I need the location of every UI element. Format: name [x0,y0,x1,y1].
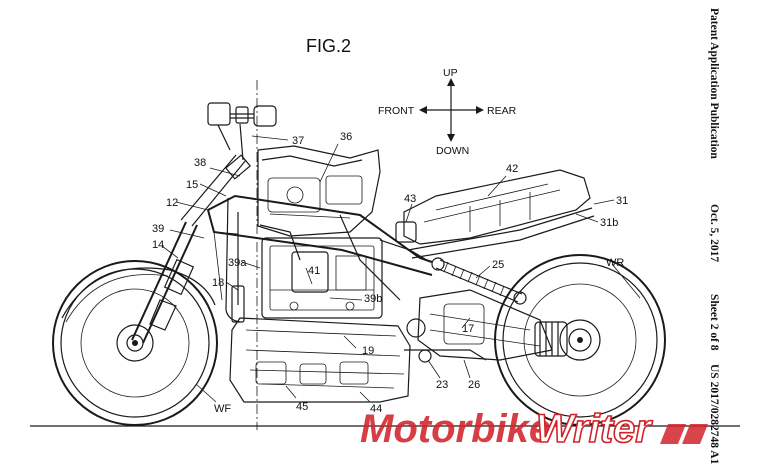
watermark-part1: Motorbike [360,407,551,451]
label-39a: 39a [228,257,247,269]
label-43: 43 [404,193,416,205]
label-38: 38 [194,157,206,169]
label-36: 36 [340,131,352,143]
label-26: 26 [468,379,480,391]
front-side-cover [213,231,245,323]
patent-title: Patent Application Publication [708,8,720,159]
label-19: 19 [362,345,374,357]
rear-subframe [407,207,595,259]
label-37: 37 [292,135,304,147]
label-25: 25 [492,259,504,271]
label-31: 31 [616,195,628,207]
label-WR: WR [606,257,624,269]
center-module [261,237,383,319]
lower-body [229,317,411,403]
label-WF: WF [214,403,231,415]
direction-compass: UP DOWN FRONT REAR [378,67,517,157]
label-39b: 39b [364,293,382,305]
label-39: 39 [152,223,164,235]
watermark-part2: Writer [536,407,653,451]
handlebar [207,102,277,161]
label-14: 14 [152,239,164,251]
direction-up-label: UP [443,67,458,79]
label-41: 41 [308,265,320,277]
patent-header: Patent Application Publication Oct. 5, 2… [708,8,720,465]
front-fork [131,154,252,344]
direction-rear-label: REAR [487,105,517,117]
watermark-logo: Motorbike Writer [360,406,708,452]
rear-shock [431,257,527,305]
direction-front-label: FRONT [378,105,415,117]
seat-tank [395,169,591,245]
label-44: 44 [370,403,382,415]
reference-labels: 37 36 38 15 12 39 14 39a 18 41 39b 43 42… [152,131,628,415]
label-18: 18 [212,277,224,289]
leader-lines [161,135,641,403]
label-12: 12 [166,197,178,209]
label-23: 23 [436,379,448,391]
upper-body-unit [257,145,381,237]
label-31b: 31b [600,217,618,229]
label-42: 42 [506,163,518,175]
figure-title: FIG.2 [306,36,351,56]
patent-sheet: Sheet 2 of 8 [708,294,720,351]
swingarm-drive-unit [404,289,553,363]
rear-wheel [494,254,666,426]
front-wheel [52,260,218,426]
direction-down-label: DOWN [436,145,469,157]
patent-number: US 2017/0282748 A1 [708,364,720,465]
label-15: 15 [186,179,198,191]
label-45: 45 [296,401,308,413]
label-17: 17 [462,323,474,335]
patent-date: Oct. 5, 2017 [708,204,720,262]
